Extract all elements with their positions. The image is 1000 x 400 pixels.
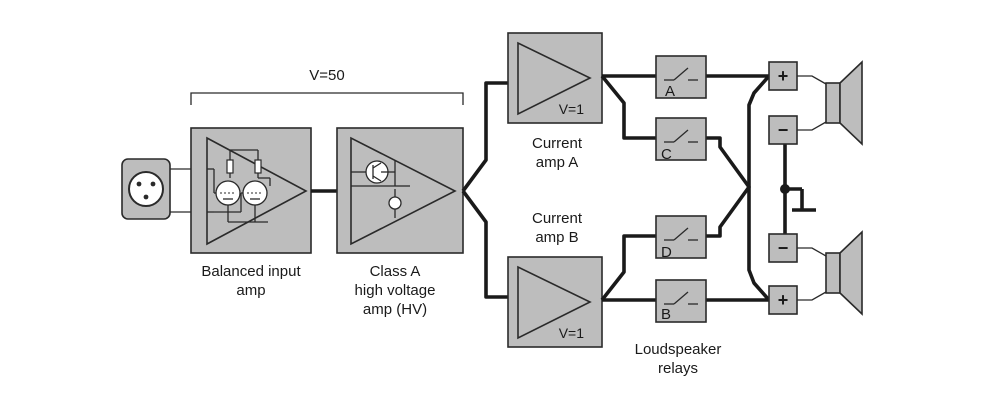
hv-amp-caption-line3: amp (HV) [363,301,427,318]
current-amp-b-caption-line1: Current [532,210,583,227]
relays-caption-line2: relays [658,360,698,377]
relay-d-label: D [661,244,672,261]
svg-text:−: − [778,120,789,140]
mosfet-circuit-icon [351,160,410,218]
svg-text:+: + [778,290,789,310]
relay-b: B [655,279,707,323]
loudspeaker-top-icon [825,60,863,146]
xlr-pin-3 [143,194,149,200]
hv-amp-triangle-icon [350,136,457,246]
terminal-top-minus: − [768,115,798,145]
relay-a: A [655,55,707,100]
gain-bracket-label: V=50 [309,67,344,84]
gain-bracket: V=50 [190,67,464,105]
hv-amp-caption-line1: Class A [370,263,421,280]
hv-amp-caption-line2: high voltage [355,282,436,299]
current-amp-b-block: V=1 [507,256,603,348]
terminal-top-plus: + [768,61,798,91]
current-amp-b-gain: V=1 [559,325,585,341]
relay-c: C [655,117,707,163]
relay-a-label: A [665,83,675,100]
current-amp-b-caption-line2: amp B [535,229,578,246]
svg-text:−: − [778,238,789,258]
relay-wiring [600,74,771,302]
xlr-socket-icon [128,171,164,207]
xlr-pin-2 [150,181,156,187]
terminal-bottom-minus: − [768,233,798,263]
current-amp-a-gain: V=1 [559,101,585,117]
relays-caption-line1: Loudspeaker [635,341,722,358]
relay-b-label: B [661,306,671,323]
wire-hv-to-current-a [461,81,508,193]
balanced-input-amp-block [190,127,312,254]
speaker-wiring [797,75,827,301]
tube-circuit-icon [207,149,271,223]
current-amp-a-block: V=1 [507,32,603,124]
loudspeaker-bottom-icon [825,230,863,316]
wire-hv-to-current-b [461,189,508,299]
ground-node [780,144,816,234]
balanced-input-amp-caption-line1: Balanced input [201,263,301,280]
balanced-input-amp-caption-line2: amp [236,282,265,299]
current-amp-a-caption-line2: amp A [536,154,579,171]
current-amp-a-triangle-icon [517,41,592,116]
relay-c-label: C [661,146,672,163]
current-amp-a-caption-line1: Current [532,135,583,152]
class-a-hv-amp-block [336,127,464,254]
xlr-pin-1 [136,181,142,187]
terminal-bottom-plus: + [768,285,798,315]
svg-text:+: + [778,66,789,86]
current-amp-b-triangle-icon [517,265,592,340]
current-source-icon [388,196,402,210]
relay-d: D [655,215,707,261]
